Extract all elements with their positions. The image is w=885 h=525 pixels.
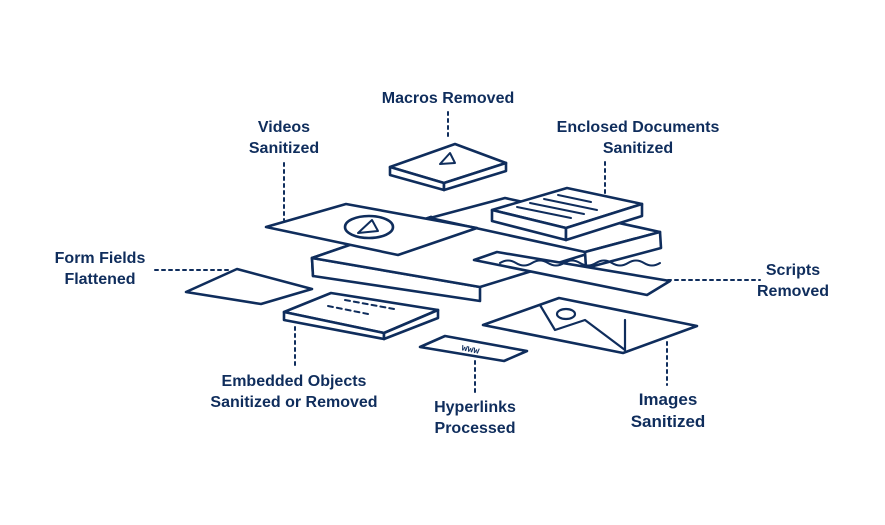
dashed-line-icon xyxy=(327,299,395,315)
form-fields-label-line2: Flattened xyxy=(64,271,136,288)
images-label: Images Sanitized xyxy=(603,389,733,433)
embedded-label: Embedded Objects Sanitized or Removed xyxy=(180,371,408,413)
document-lines-icon xyxy=(516,194,598,219)
wavy-line-icon xyxy=(499,259,661,267)
videos-label-line1: Videos xyxy=(257,119,311,136)
scripts-label: Scripts Removed xyxy=(738,260,848,302)
hyperlinks-label-line1: Hyperlinks xyxy=(434,399,516,416)
hyperlinks-label: Hyperlinks Processed xyxy=(410,397,540,439)
hyperlinks-label-line2: Processed xyxy=(434,420,516,437)
images-card xyxy=(481,296,699,355)
form-fields-label: Form Fields Flattened xyxy=(36,248,164,290)
scripts-label-line2: Removed xyxy=(756,283,830,300)
enclosed-documents-card xyxy=(490,186,644,242)
embedded-objects-card xyxy=(282,291,440,341)
images-label-line2: Sanitized xyxy=(630,412,706,431)
enclosed-label-line1: Enclosed Documents xyxy=(556,119,720,136)
play-triangle-icon xyxy=(357,219,379,234)
play-triangle-icon xyxy=(439,152,456,165)
enclosed-label-line2: Sanitized xyxy=(602,140,674,157)
macros-card xyxy=(388,142,508,192)
embedded-label-line2: Sanitized or Removed xyxy=(210,394,378,411)
enclosed-label: Enclosed Documents Sanitized xyxy=(528,117,748,159)
hyperlinks-tag xyxy=(418,334,529,363)
play-circle-icon xyxy=(343,214,395,240)
images-label-line1: Images xyxy=(638,390,698,409)
videos-label: Videos Sanitized xyxy=(219,117,349,159)
macros-label-line1: Macros Removed xyxy=(381,90,515,107)
videos-label-line2: Sanitized xyxy=(248,140,320,157)
hyperlink-url-tag: www xyxy=(460,343,480,358)
picture-icon xyxy=(538,303,627,352)
macros-label: Macros Removed xyxy=(363,88,533,109)
form-fields-card xyxy=(184,267,314,306)
scripts-label-line1: Scripts xyxy=(765,262,821,279)
embedded-label-line1: Embedded Objects xyxy=(221,373,367,390)
videos-card xyxy=(264,202,479,257)
form-fields-label-line1: Form Fields xyxy=(54,250,146,267)
